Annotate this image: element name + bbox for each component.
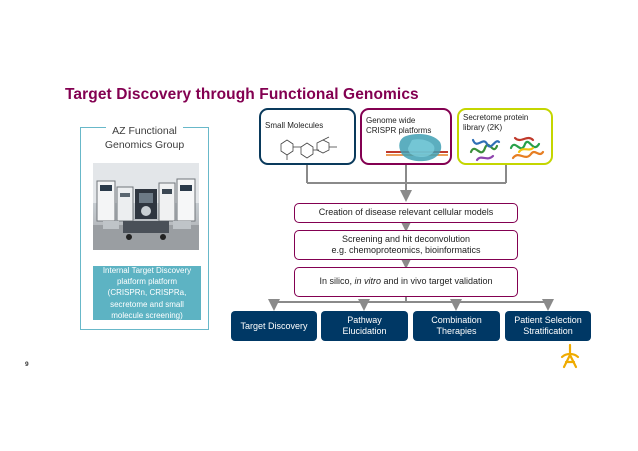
astrazeneca-logo-icon	[560, 343, 580, 369]
crispr-platforms-box: Genome wide CRISPR platforms	[360, 108, 452, 165]
out1-text: Target Discovery	[240, 320, 308, 331]
step3-italic: in vitro	[354, 276, 381, 287]
step-cellular-models: Creation of disease relevant cellular mo…	[294, 203, 518, 223]
out2-line1: Pathway	[347, 315, 382, 325]
group-title: AZ Functional Genomics Group	[80, 124, 209, 152]
internal-platform-box: Internal Target Discovery platform platf…	[93, 266, 201, 320]
crispr-label-line2: CRISPR platforms	[366, 125, 432, 135]
out4-line2: Stratification	[523, 326, 573, 336]
crispr-label-line1: Genome wide	[366, 116, 416, 125]
protein-structure-icon	[469, 136, 545, 162]
secretome-label-line2: library (2K)	[463, 122, 503, 132]
page-title: Target Discovery through Functional Geno…	[65, 86, 419, 103]
molecule-structure-icon	[280, 136, 337, 160]
secretome-label: Secretome protein library (2K)	[463, 113, 528, 132]
output-pathway-elucidation: Pathway Elucidation	[321, 311, 408, 341]
step-target-validation: In silico, in vitro and in vivo target v…	[294, 267, 518, 297]
secretome-label-line1: Secretome protein	[463, 113, 529, 122]
secretome-library-box: Secretome protein library (2K)	[457, 108, 553, 165]
out2-line2: Elucidation	[342, 326, 387, 336]
lab-robot-illustration	[93, 163, 199, 250]
out4-line1: Patient Selection	[514, 315, 582, 325]
step-screening-deconvolution: Screening and hit deconvolution e.g. che…	[294, 230, 518, 260]
lab-robot-photo	[93, 163, 199, 250]
group-title-line2: Genomics Group	[98, 139, 191, 151]
crispr-label: Genome wide CRISPR platforms	[366, 116, 431, 135]
step3-pre: In silico,	[319, 276, 355, 287]
platform-text: Internal Target Discovery platform platf…	[102, 266, 192, 320]
output-target-discovery: Target Discovery	[231, 311, 317, 341]
step3-post: and in vivo target validation	[380, 276, 493, 287]
small-molecules-label: Small Molecules	[265, 121, 324, 130]
group-title-line1: AZ Functional	[106, 125, 183, 137]
page-number: 9	[25, 361, 29, 368]
out3-line2: Therapies	[436, 326, 477, 336]
crispr-cas9-icon	[386, 134, 448, 162]
output-combination-therapies: Combination Therapies	[413, 311, 500, 341]
step2-line1: Screening and hit deconvolution	[341, 233, 471, 244]
step2-line2: e.g. chemoproteomics, bioinformatics	[331, 245, 481, 255]
out3-line1: Combination	[431, 315, 482, 325]
output-patient-stratification: Patient Selection Stratification	[505, 311, 591, 341]
small-molecules-box: Small Molecules	[259, 108, 356, 165]
step3-text: In silico, in vitro and in vivo target v…	[319, 276, 492, 288]
step1-text: Creation of disease relevant cellular mo…	[318, 207, 494, 218]
